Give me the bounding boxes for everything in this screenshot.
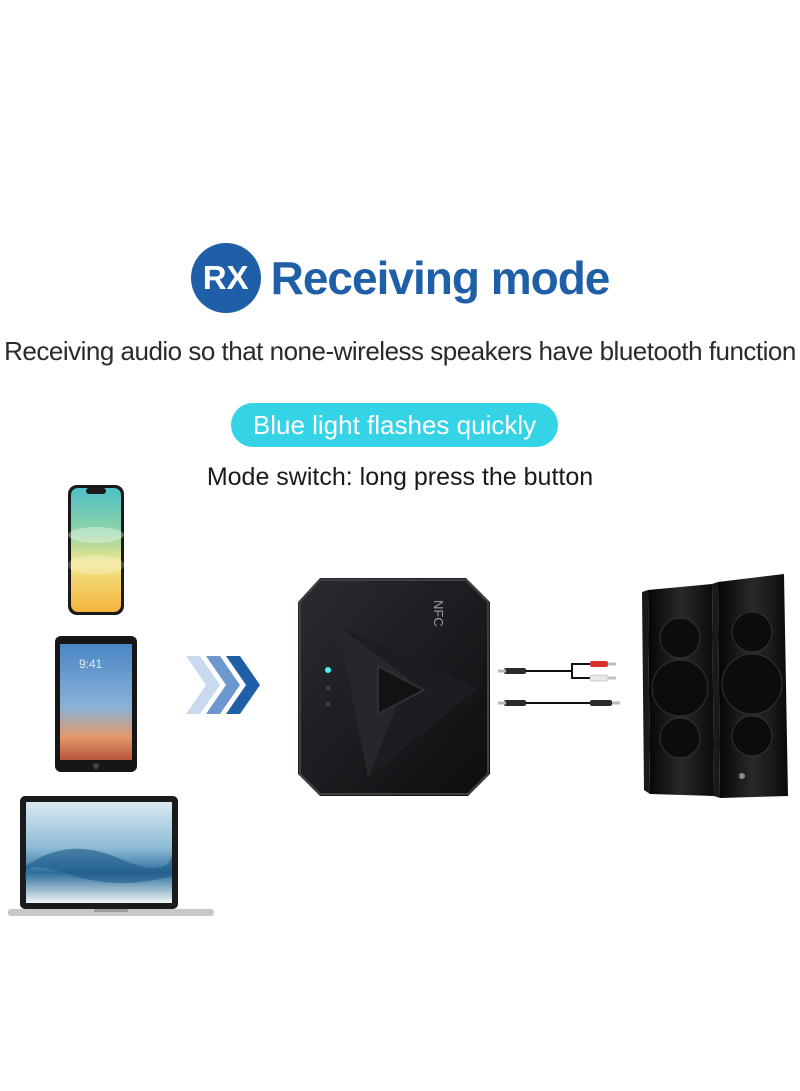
description-text: Receiving audio so that none-wireless sp… [4, 336, 796, 366]
mode-switch-instruction: Mode switch: long press the button [206, 463, 594, 491]
nfc-label: NFC [431, 600, 446, 627]
bluetooth-receiver-image [298, 578, 490, 796]
rx-badge-text: RX [202, 259, 249, 296]
audio-cable-image [494, 654, 624, 714]
title-row: RX Receiving mode [0, 238, 800, 318]
indicator-badge: Blue light flashes quickly [231, 403, 558, 447]
page-title: Receiving mode [270, 252, 611, 304]
direction-arrows-icon [186, 656, 264, 714]
laptop-image [8, 796, 214, 920]
svg-text:9:41: 9:41 [79, 657, 103, 671]
speakers-image [638, 568, 792, 802]
smartphone-image [68, 485, 124, 615]
tablet-image: 9:41 [55, 636, 137, 772]
indicator-label: Blue light flashes quickly [252, 409, 537, 440]
rx-badge: RX [190, 243, 261, 313]
